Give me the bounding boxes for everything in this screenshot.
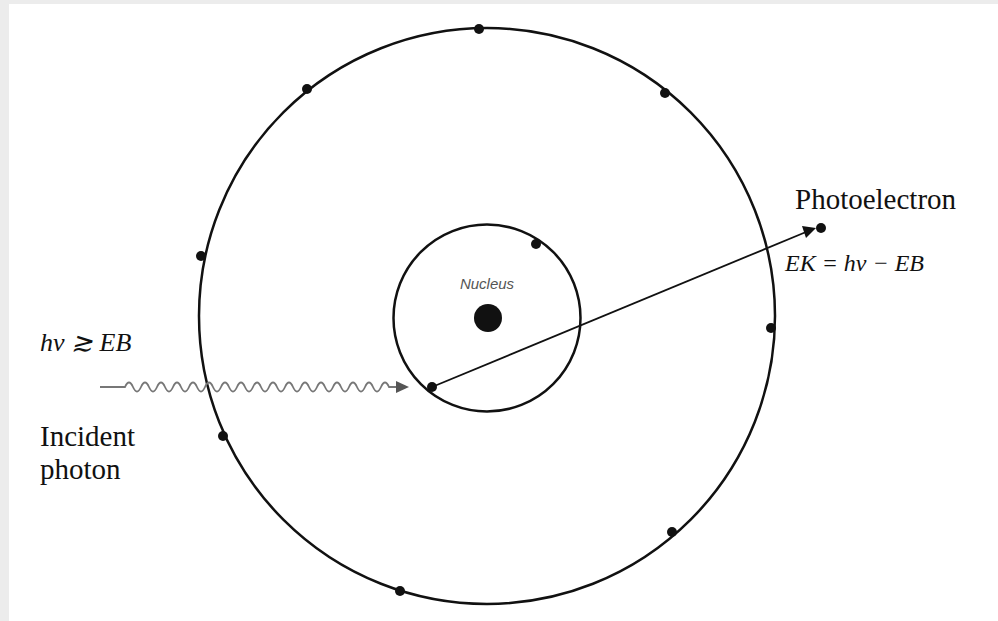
photon-wave <box>100 383 397 392</box>
electron <box>395 586 405 596</box>
shell-outline <box>392 223 582 413</box>
electron <box>302 84 312 94</box>
energy-condition: hν ≳ EB <box>40 328 131 358</box>
node-label: Nucleus <box>460 275 514 292</box>
ejection-arrow <box>432 232 806 387</box>
electron <box>667 527 677 537</box>
shell-circle <box>394 225 581 412</box>
electron <box>766 323 776 333</box>
frame-strip <box>0 0 998 4</box>
inner-shell: Nucleus <box>392 223 582 413</box>
electron <box>196 251 206 261</box>
frame-strip <box>0 0 9 621</box>
outer-shell <box>199 28 775 604</box>
arrow-head <box>802 226 816 238</box>
arrow-head <box>396 381 409 393</box>
electron <box>218 431 228 441</box>
photon-label: Incident photon <box>40 420 210 487</box>
electron <box>660 88 670 98</box>
electron-dots <box>196 24 826 596</box>
electron <box>474 24 484 34</box>
photoelectron-dot <box>816 223 826 233</box>
nucleus-dot <box>474 304 502 332</box>
photoelectron-label: Photoelectron <box>795 183 956 216</box>
kinetic-energy: EK = hν − EB <box>785 250 924 278</box>
